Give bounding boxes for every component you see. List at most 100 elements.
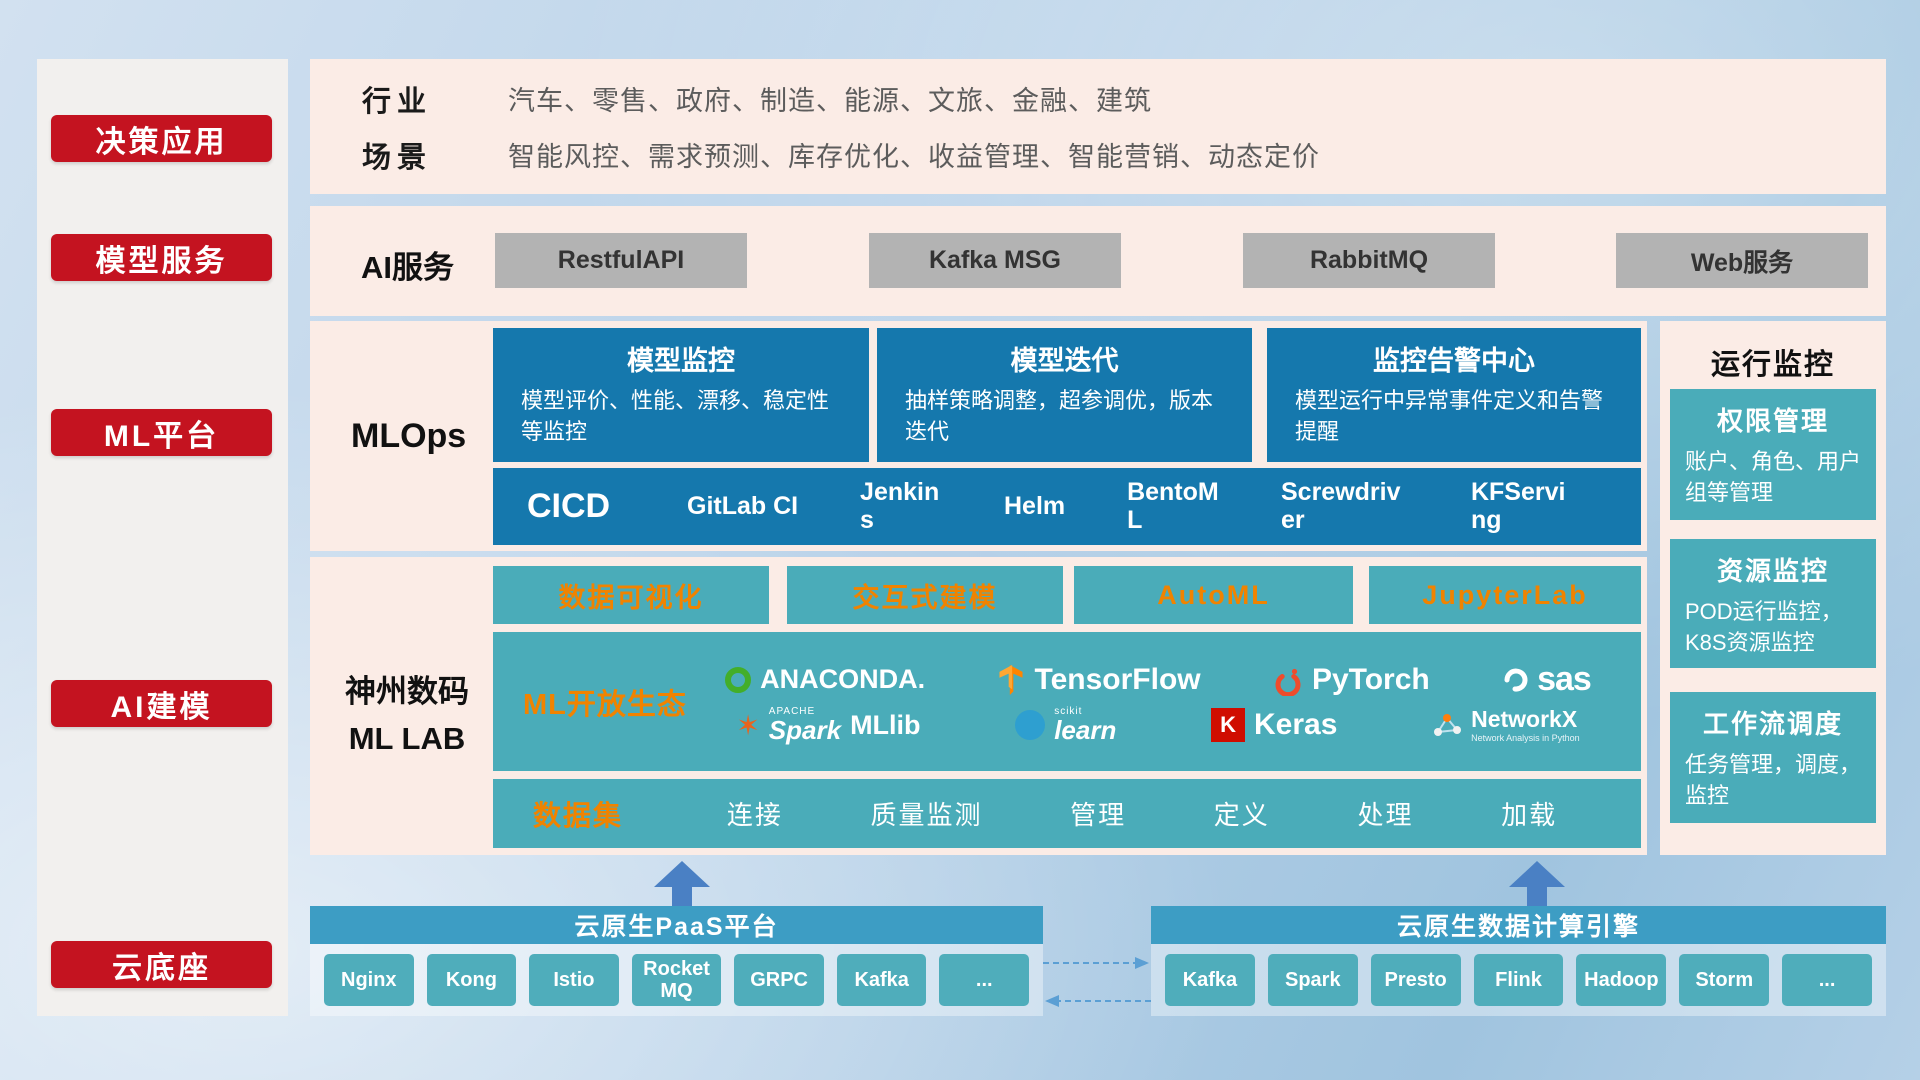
ecosystem-logos: ANACONDA. TensorFlow xyxy=(689,660,1641,743)
ai-service-label: AI服务 xyxy=(361,250,454,285)
dataset-item-load: 加载 xyxy=(1501,800,1558,830)
cicd-bar: CICD GitLab CI Jenkins Helm BentoML Scre… xyxy=(493,468,1641,545)
model-iteration-card: 模型迭代 抽样策略调整，超参调优，版本迭代 xyxy=(877,328,1252,462)
paas-button-kafka[interactable]: Kafka xyxy=(836,954,927,1006)
paas-button-istio[interactable]: Istio xyxy=(529,954,619,1006)
spark-text: Spark xyxy=(768,715,842,745)
dashed-arrow-left-head xyxy=(1045,995,1059,1007)
arrow-stem xyxy=(672,887,692,907)
workflow-card: 工作流调度 任务管理，调度，监控 xyxy=(1670,692,1876,823)
dataset-item-define: 定义 xyxy=(1213,800,1270,830)
ai-service-panel: AI服务 RestfulAPI Kafka MSG RabbitMQ Web服务 xyxy=(310,206,1886,316)
pytorch-text: PyTorch xyxy=(1311,662,1430,696)
up-arrow-left xyxy=(654,861,710,907)
scikit-text-stack: scikit learn xyxy=(1054,707,1117,745)
cicd-item-kfserving: KFServing xyxy=(1470,478,1566,534)
engine-button-spark[interactable]: Spark xyxy=(1267,954,1358,1006)
anaconda-logo: ANACONDA. xyxy=(725,664,925,695)
cicd-item-bentoml: BentoML xyxy=(1127,478,1219,534)
sas-icon xyxy=(1504,668,1528,692)
sidebar-item-model-services[interactable]: 模型服务 xyxy=(51,234,272,281)
industry-label: 行业 xyxy=(362,85,433,118)
tool-button-interactive-modeling[interactable]: 交互式建模 xyxy=(787,566,1063,624)
engine-button-strip: Kafka Spark Presto Flink Hadoop Storm ..… xyxy=(1151,944,1886,1016)
card-title: 监控告警中心 xyxy=(1373,346,1535,376)
ecosystem-row-1: ANACONDA. TensorFlow xyxy=(689,660,1627,699)
dataset-item-connect: 连接 xyxy=(726,800,783,830)
engine-button-presto[interactable]: Presto xyxy=(1370,954,1461,1006)
keras-logo: K Keras xyxy=(1211,708,1337,742)
tensorflow-text: TensorFlow xyxy=(1034,662,1201,696)
service-button-rabbitmq[interactable]: RabbitMQ xyxy=(1243,233,1495,288)
mllab-label: 神州数码 ML LAB xyxy=(322,669,492,762)
sidebar-rail xyxy=(37,59,288,1016)
paas-button-rocketmq[interactable]: RocketMQ xyxy=(631,954,722,1006)
networkx-text: NetworkX xyxy=(1471,705,1578,732)
tensorflow-logo: TensorFlow xyxy=(997,662,1201,697)
dataset-items: 连接 质量监测 管理 定义 处理 加载 xyxy=(683,795,1601,832)
mllab-label-line1: 神州数码 xyxy=(345,674,469,709)
scenario-row: 场景 智能风控、需求预测、库存优化、收益管理、智能营销、动态定价 xyxy=(362,134,1886,176)
engine-button-flink[interactable]: Flink xyxy=(1473,954,1564,1006)
spark-text-stack: APACHE Spark xyxy=(768,707,842,745)
pytorch-logo: PyTorch xyxy=(1273,663,1430,697)
engine-header: 云原生数据计算引擎 xyxy=(1151,906,1886,944)
card-desc: 模型运行中异常事件定义和告警提醒 xyxy=(1295,388,1604,444)
paas-button-strip: Nginx Kong Istio RocketMQ GRPC Kafka ... xyxy=(310,944,1043,1016)
dashed-arrow-right-head xyxy=(1135,957,1149,969)
paas-button-nginx[interactable]: Nginx xyxy=(324,954,414,1006)
model-monitoring-card: 模型监控 模型评价、性能、漂移、稳定性等监控 xyxy=(493,328,869,462)
dataset-bar: 数据集 连接 质量监测 管理 定义 处理 加载 xyxy=(493,779,1641,848)
tool-button-data-visualization[interactable]: 数据可视化 xyxy=(493,566,769,624)
card-desc: 模型评价、性能、漂移、稳定性等监控 xyxy=(521,388,830,444)
cicd-item-jenkins: Jenkins xyxy=(860,478,940,534)
tensorflow-icon xyxy=(999,664,1024,695)
ml-ecosystem-bar: ML开放生态 ANACONDA. TensorFlow xyxy=(493,632,1641,771)
dataset-item-manage: 管理 xyxy=(1070,800,1127,830)
card-title: 权限管理 xyxy=(1716,406,1829,436)
networkx-logo: NetworkX Network Analysis in Python xyxy=(1432,705,1580,743)
sidebar-item-ml-platform[interactable]: ML平台 xyxy=(51,409,272,456)
service-button-restfulapi[interactable]: RestfulAPI xyxy=(495,233,747,288)
up-arrow-right xyxy=(1509,861,1565,907)
scenario-label: 场景 xyxy=(362,141,433,174)
arrow-head xyxy=(654,861,710,887)
card-desc: POD运行监控，K8S资源监控 xyxy=(1685,599,1843,655)
mlops-label: MLOps xyxy=(351,417,467,455)
engine-button-more[interactable]: ... xyxy=(1782,954,1873,1006)
engine-button-hadoop[interactable]: Hadoop xyxy=(1576,954,1667,1006)
service-button-web[interactable]: Web服务 xyxy=(1616,233,1868,288)
card-desc: 抽样策略调整，超参调优，版本迭代 xyxy=(905,388,1214,444)
card-title: 模型迭代 xyxy=(1010,346,1119,376)
sidebar-item-decision-apps[interactable]: 决策应用 xyxy=(51,115,272,162)
spark-mllib-logo: ✶ APACHE Spark MLlib xyxy=(736,707,921,745)
card-title: 资源监控 xyxy=(1716,556,1829,586)
ecosystem-row-2: ✶ APACHE Spark MLlib scikit learn xyxy=(689,705,1627,745)
engine-button-storm[interactable]: Storm xyxy=(1679,954,1770,1006)
permission-card: 权限管理 账户、角色、用户组等管理 xyxy=(1670,389,1876,520)
sas-logo: sas xyxy=(1502,660,1592,699)
dataset-item-process: 处理 xyxy=(1357,800,1414,830)
mlops-panel: MLOps 模型监控 模型评价、性能、漂移、稳定性等监控 模型迭代 抽样策略调整… xyxy=(310,321,1647,551)
tool-button-automl[interactable]: AutoML xyxy=(1074,566,1353,624)
paas-button-kong[interactable]: Kong xyxy=(426,954,517,1006)
mllib-text: MLlib xyxy=(850,709,921,740)
paas-button-grpc[interactable]: GRPC xyxy=(734,954,824,1006)
paas-button-more[interactable]: ... xyxy=(939,954,1030,1006)
networkx-subtitle: Network Analysis in Python xyxy=(1471,732,1580,743)
arrow-head xyxy=(1509,861,1565,887)
networkx-text-stack: NetworkX Network Analysis in Python xyxy=(1471,705,1580,743)
scikit-learn-icon xyxy=(1015,710,1046,740)
tool-button-jupyterlab[interactable]: JupyterLab xyxy=(1369,566,1641,624)
industry-row: 行业 汽车、零售、政府、制造、能源、文旅、金融、建筑 xyxy=(362,78,1886,120)
cicd-item-helm: Helm xyxy=(1003,491,1066,520)
arrow-stem xyxy=(1527,887,1547,907)
sidebar-item-cloud-base[interactable]: 云底座 xyxy=(51,941,272,988)
cicd-items: GitLab CI Jenkins Helm BentoML Screwdriv… xyxy=(643,478,1607,534)
industry-panel: 行业 汽车、零售、政府、制造、能源、文旅、金融、建筑 场景 智能风控、需求预测、… xyxy=(310,59,1886,194)
engine-button-kafka[interactable]: Kafka xyxy=(1165,954,1255,1006)
sidebar-item-ai-modeling[interactable]: AI建模 xyxy=(51,680,272,727)
service-button-kafka-msg[interactable]: Kafka MSG xyxy=(869,233,1121,288)
scikit-learn-text: learn xyxy=(1054,715,1117,745)
